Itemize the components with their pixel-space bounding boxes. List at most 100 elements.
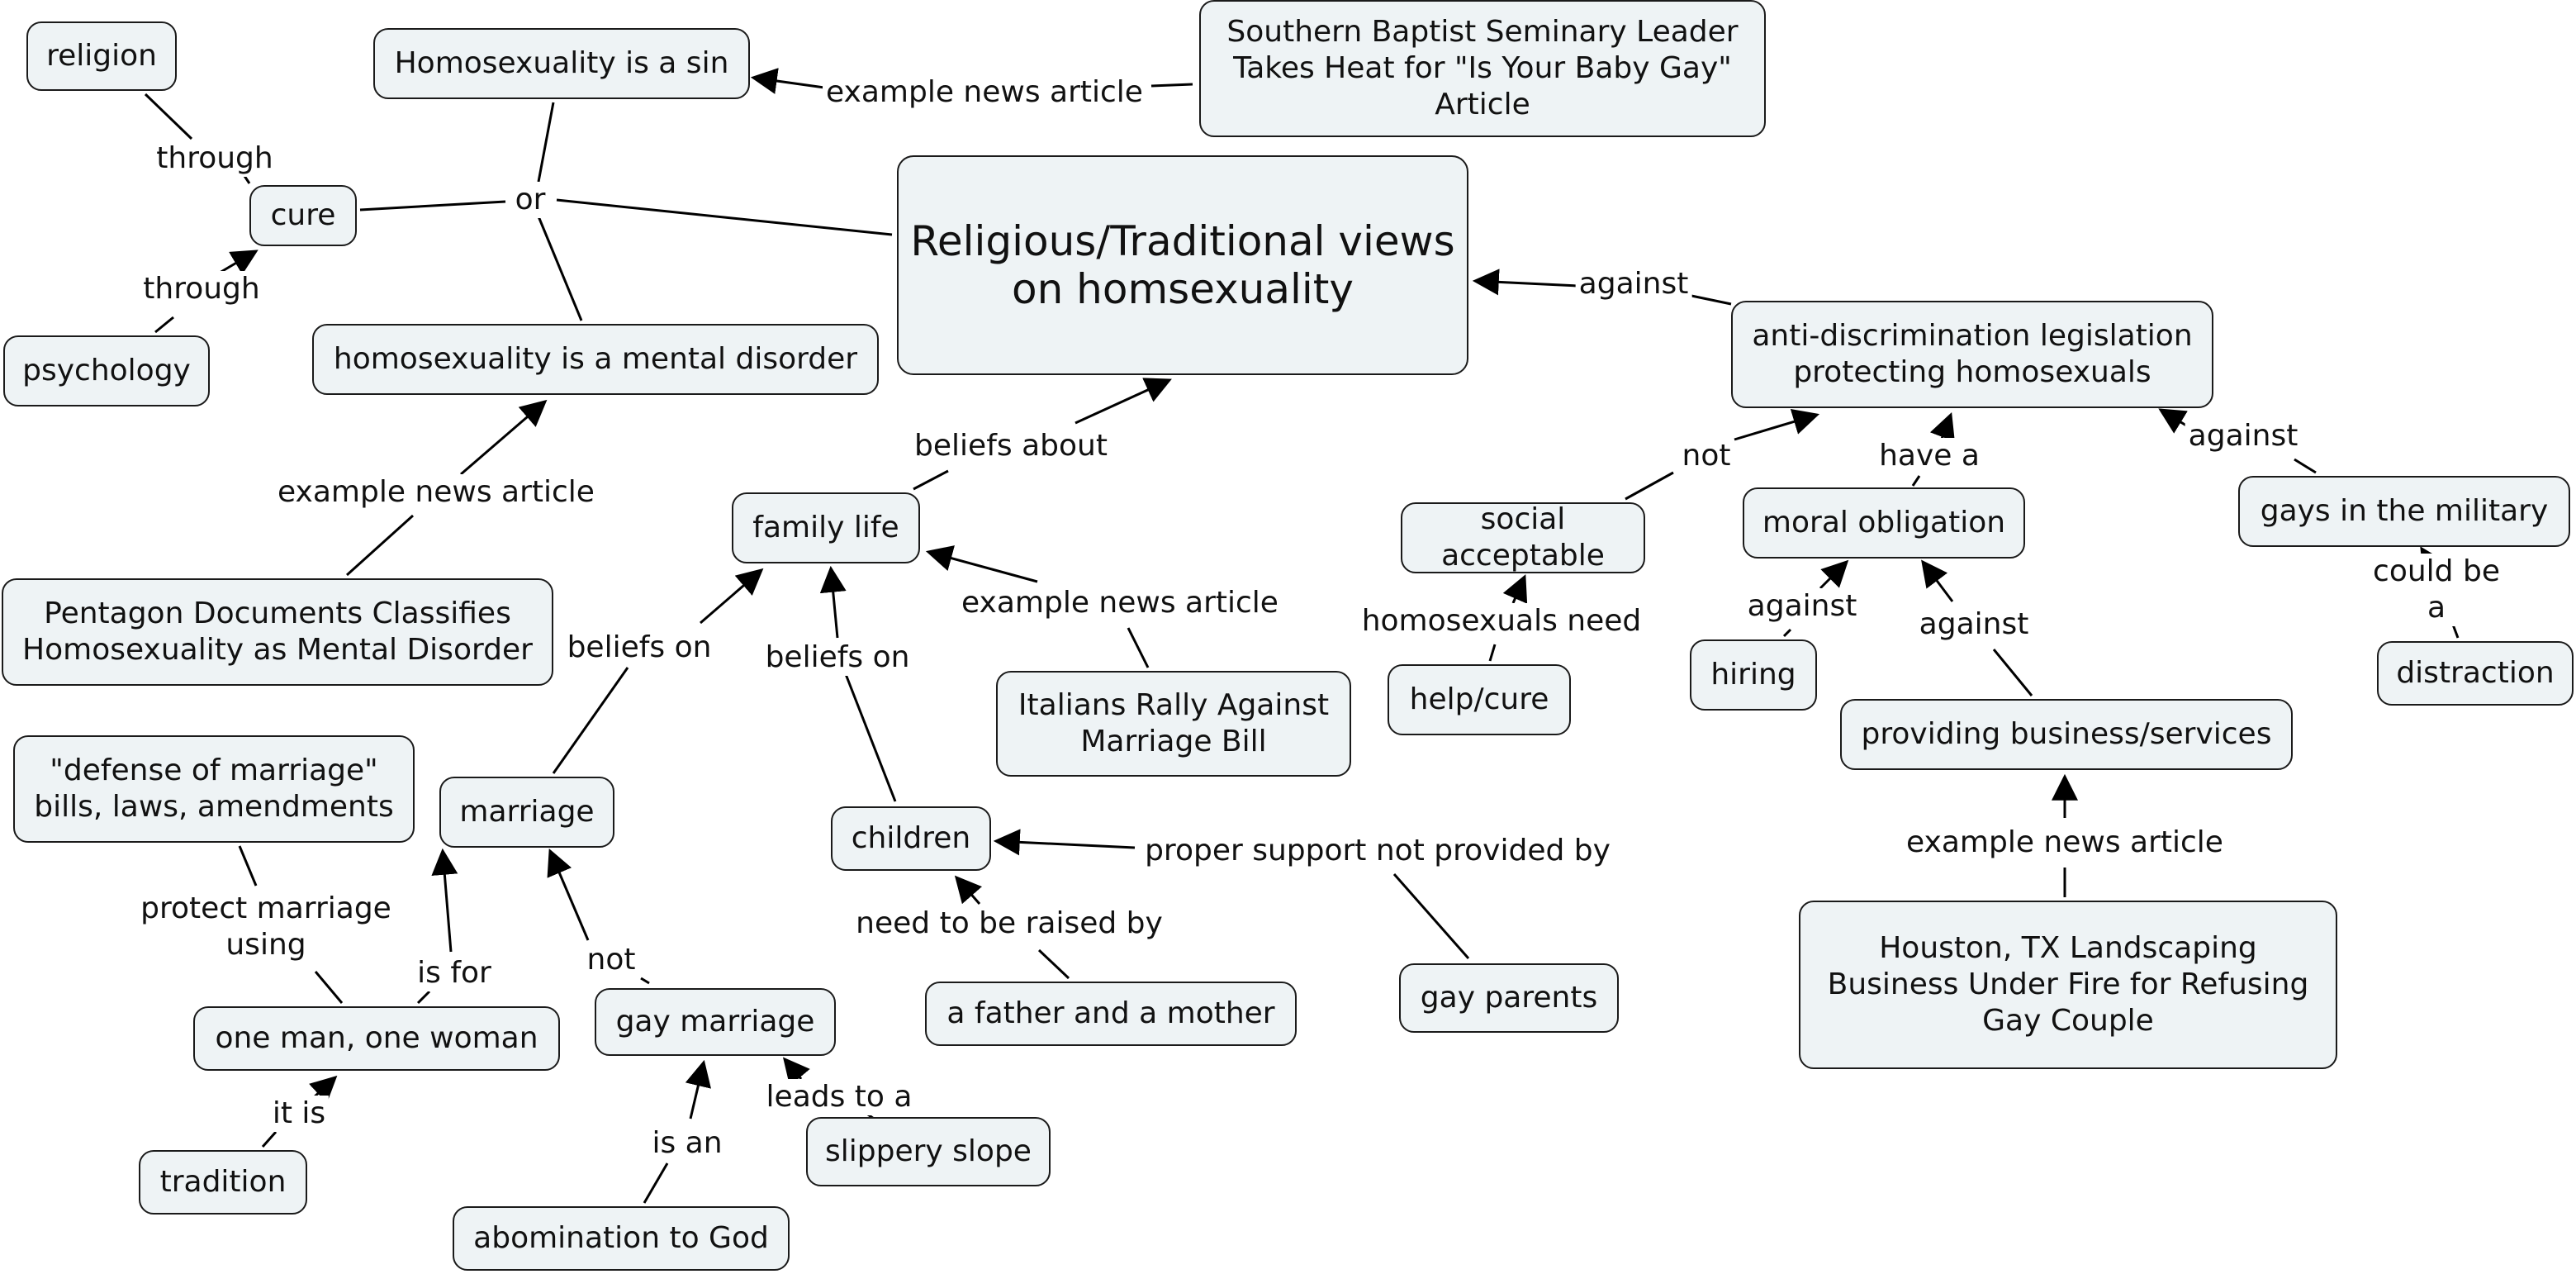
link-label-need-to-be-raised-by: need to be raised by xyxy=(852,906,1166,942)
edge-leads-gaymarriage xyxy=(782,1057,810,1086)
edge-sin-or xyxy=(537,102,555,183)
node-moral-obligation[interactable]: moral obligation xyxy=(1743,487,2025,559)
edge-support-children xyxy=(993,829,1136,856)
link-label-is-for: is for xyxy=(414,955,495,991)
link-label-homosexuals-need: homosexuals need xyxy=(1358,603,1645,639)
node-italians-article[interactable]: Italians Rally Against Marriage Bill xyxy=(996,671,1351,777)
edge-need-children xyxy=(954,875,983,905)
link-label-leads-to-a: leads to a xyxy=(762,1079,916,1115)
edge-oneman-isfor xyxy=(416,990,431,1005)
node-gay-marriage[interactable]: gay marriage xyxy=(595,988,836,1056)
link-label-against-hiring: against xyxy=(1743,588,1861,625)
edge-cure-or xyxy=(359,200,506,212)
node-houston-article[interactable]: Houston, TX Landscaping Business Under F… xyxy=(1799,901,2337,1069)
node-abomination-to-god[interactable]: abomination to God xyxy=(453,1206,790,1271)
node-gays-in-the-military[interactable]: gays in the military xyxy=(2238,476,2570,547)
edge-social-not xyxy=(1625,471,1674,501)
edge-beliefs-main xyxy=(1075,378,1172,425)
link-label-against-military: against xyxy=(2185,418,2302,454)
link-label-protect-marriage-using: protect marriage using xyxy=(137,891,395,963)
edge-moral-havea xyxy=(1911,475,1921,487)
edge-label-family xyxy=(925,545,1038,583)
link-label-not-gay-marriage: not xyxy=(583,942,639,978)
node-homosexuality-is-a-sin[interactable]: Homosexuality is a sin xyxy=(373,28,750,99)
node-cure[interactable]: cure xyxy=(249,185,357,246)
edge-help-need xyxy=(1488,644,1497,662)
node-anti-discrimination-legislation[interactable]: anti-discrimination legislation protecti… xyxy=(1731,301,2213,408)
node-religious-traditional-views[interactable]: Religious/Traditional views on homsexual… xyxy=(897,155,1468,375)
edge-religion-through xyxy=(144,93,193,140)
node-a-father-and-a-mother[interactable]: a father and a mother xyxy=(925,982,1297,1046)
link-label-through-religion: through xyxy=(153,140,277,177)
edge-isan-gaymarriage xyxy=(685,1059,711,1120)
edge-military-against xyxy=(2294,458,2317,474)
link-label-through-psychology: through xyxy=(140,271,263,307)
link-label-beliefs-about: beliefs about xyxy=(911,428,1111,464)
node-help-cure[interactable]: help/cure xyxy=(1388,664,1571,735)
edge-havea-legislation xyxy=(1929,412,1955,442)
link-label-against-legislation: against xyxy=(1575,266,1692,302)
link-label-it-is: it is xyxy=(268,1096,330,1132)
edge-children-beliefson xyxy=(844,673,897,802)
edge-gayparents-support xyxy=(1392,873,1470,959)
node-family-life[interactable]: family life xyxy=(732,492,920,563)
node-pentagon-article[interactable]: Pentagon Documents Classifies Homosexual… xyxy=(2,578,553,686)
link-label-against-business: against xyxy=(1915,606,2033,643)
edge-isfor-marriage xyxy=(431,848,458,953)
edge-not-marriage xyxy=(547,849,590,941)
node-providing-business-services[interactable]: providing business/services xyxy=(1840,699,2293,770)
edge-beliefson-family xyxy=(700,568,764,625)
link-label-example-news-italians: example news article xyxy=(958,585,1282,621)
edge-against-main xyxy=(1472,269,1578,296)
link-label-or: or xyxy=(511,182,549,218)
link-label-example-news-baptist: example news article xyxy=(823,74,1146,111)
node-slippery-slope[interactable]: slippery slope xyxy=(806,1117,1051,1186)
edge-against-moral xyxy=(1819,559,1849,590)
node-one-man-one-woman[interactable]: one man, one woman xyxy=(193,1006,560,1071)
node-marriage[interactable]: marriage xyxy=(439,777,614,848)
edge-italians-label xyxy=(1127,627,1150,668)
edge-label-sin xyxy=(750,68,825,94)
edge-marriage-beliefson xyxy=(552,667,629,774)
link-label-could-be-a: could be a xyxy=(2366,554,2507,626)
node-southern-baptist-article[interactable]: Southern Baptist Seminary Leader Takes H… xyxy=(1199,0,1766,137)
node-psychology[interactable]: psychology xyxy=(3,335,210,406)
edge-baptist-label xyxy=(1150,83,1193,88)
edge-protect-oneman xyxy=(314,971,344,1004)
node-social-acceptable[interactable]: social acceptable xyxy=(1401,502,1645,573)
link-label-beliefs-on-children: beliefs on xyxy=(761,639,913,676)
node-defense-of-marriage[interactable]: "defense of marriage" bills, laws, amend… xyxy=(13,735,415,843)
edge-label-mental xyxy=(460,399,548,476)
link-label-not-social: not xyxy=(1678,438,1734,474)
edge-family-beliefs xyxy=(913,469,949,491)
edge-or-mental xyxy=(537,216,583,321)
node-tradition[interactable]: tradition xyxy=(139,1150,307,1215)
edge-business-against xyxy=(1992,649,2033,696)
edge-itis-oneman xyxy=(309,1075,338,1104)
node-hiring[interactable]: hiring xyxy=(1690,639,1817,711)
edge-hiring-against xyxy=(1782,628,1792,638)
edge-through-cure-arrow xyxy=(219,250,259,275)
edge-tradition-itis xyxy=(261,1131,278,1148)
edge-psychology-through xyxy=(154,316,174,334)
node-distraction[interactable]: distraction xyxy=(2377,641,2574,706)
link-label-example-news-pentagon: example news article xyxy=(274,474,598,511)
link-label-example-news-houston: example news article xyxy=(1903,825,2227,861)
link-label-proper-support: proper support not provided by xyxy=(1141,833,1614,869)
edge-abomination-isan xyxy=(643,1162,669,1204)
link-label-have-a: have a xyxy=(1876,438,1983,474)
edge-gaymarriage-not xyxy=(640,977,650,985)
node-religion[interactable]: religion xyxy=(26,21,177,91)
node-gay-parents[interactable]: gay parents xyxy=(1399,963,1619,1033)
node-children[interactable]: children xyxy=(831,806,991,871)
edge-pentagon-label xyxy=(345,514,415,577)
edge-defense-protect xyxy=(238,845,258,887)
edge-beliefson-family2 xyxy=(819,565,847,639)
link-label-is-an: is an xyxy=(648,1125,726,1162)
edge-against-moral2 xyxy=(1921,559,1954,602)
edge-legislation-against xyxy=(1691,294,1732,306)
edge-not-legislation xyxy=(1734,408,1820,441)
node-mental-disorder[interactable]: homosexuality is a mental disorder xyxy=(312,324,879,395)
